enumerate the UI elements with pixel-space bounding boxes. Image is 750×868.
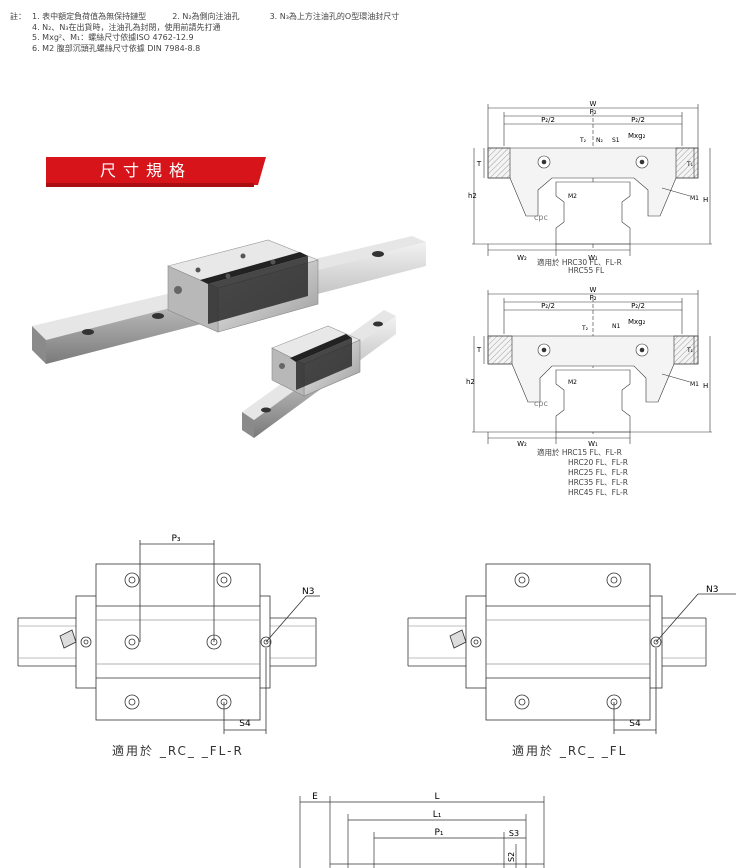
applies-top-2: HRC55 FL <box>568 266 605 275</box>
linear-guide-illustration <box>32 236 426 438</box>
note-6: 6. M2 腹部沉頭孔螺絲尺寸依據 DIN 7984-8.8 <box>32 43 201 53</box>
label-T1: T₁ <box>686 347 694 354</box>
label-M1: M1 <box>690 381 699 388</box>
label-P2-half-left: P₂/2 <box>541 116 555 124</box>
label-P2-half-right: P₂/2 <box>631 302 645 310</box>
label-S4: S4 <box>629 719 641 729</box>
applies-top-1: 適用於 HRC30 FL、FL-R <box>537 258 622 267</box>
label-P2: P₂ <box>589 108 596 116</box>
label-M2: M2 <box>568 193 577 200</box>
note-2: 2. N₂為側向注油孔 <box>172 12 240 21</box>
label-N2: N₂ <box>596 137 603 144</box>
label-P2-half-left: P₂/2 <box>541 302 555 310</box>
label-S1: S1 <box>612 137 620 144</box>
label-L1: L₁ <box>433 810 442 820</box>
applies-mid-3: HRC25 FL、FL-R <box>568 468 628 477</box>
label-N1: N1 <box>612 323 620 330</box>
label-Mxg2: Mxg₂ <box>628 132 646 140</box>
notes-block: 註： 1. 表中額定負荷值為無保持鏈型 2. N₂為側向注油孔 3. N₃為上方注油孔… <box>10 12 399 54</box>
top-view-left: P₃ S4 N3 <box>17 534 320 734</box>
label-W2: W₂ <box>517 254 527 262</box>
label-L: L <box>434 792 439 802</box>
side-view: E L L₁ P₁ S3 S2 <box>299 792 545 868</box>
label-P3: P₃ <box>171 534 180 544</box>
label-P2-half-right: P₂/2 <box>631 116 645 124</box>
label-S4: S4 <box>239 719 251 729</box>
note-5: 5. Mxg²、M₁：螺絲尺寸依據ISO 4762-12.9 <box>32 33 194 42</box>
label-N3: N3 <box>706 585 718 595</box>
notes-line-1: 註： 1. 表中額定負荷值為無保持鏈型 2. N₂為側向注油孔 3. N₃為上方注油孔… <box>10 12 399 23</box>
applies-mid-4: HRC35 FL、FL-R <box>568 478 628 487</box>
caption-left: 適用於 _RC_ _FL-R <box>112 744 244 758</box>
top-view-right: S4 N3 <box>407 563 736 734</box>
section-banner: 尺寸規格 <box>46 157 266 187</box>
banner-shape <box>46 157 266 187</box>
label-E: E <box>312 792 318 802</box>
cpc-logo: cpc <box>534 399 548 408</box>
label-T2: T₂ <box>581 325 589 332</box>
label-N3: N3 <box>302 587 314 597</box>
label-M1: M1 <box>690 195 699 202</box>
label-P1: P₁ <box>434 828 443 838</box>
label-W: W <box>590 100 597 108</box>
notes-line-3: 5. Mxg²、M₁：螺絲尺寸依據ISO 4762-12.9 <box>10 33 399 44</box>
cpc-logo: cpc <box>534 213 548 222</box>
small-block <box>271 325 361 397</box>
notes-label: 註： <box>10 12 26 21</box>
label-W: W <box>590 286 597 294</box>
large-block <box>167 239 319 333</box>
notes-line-4: 6. M2 腹部沉頭孔螺絲尺寸依據 DIN 7984-8.8 <box>10 44 399 55</box>
label-H: H <box>703 196 708 204</box>
label-H: H <box>703 382 708 390</box>
applies-mid-5: HRC45 FL、FL-R <box>568 488 628 497</box>
label-T1: T₁ <box>686 161 694 168</box>
label-M2: M2 <box>568 379 577 386</box>
notes-line-2: 4. N₂、N₃在出貨時，注油孔為封閉，使用前請先打通 <box>10 23 399 34</box>
label-T: T <box>476 160 482 168</box>
label-h2: h2 <box>466 378 475 386</box>
label-W2: W₂ <box>517 440 527 448</box>
applies-mid-2: HRC20 FL、FL-R <box>568 458 628 467</box>
label-Mxg2: Mxg₂ <box>628 318 646 326</box>
label-h2: h2 <box>468 192 477 200</box>
label-S3: S3 <box>509 829 519 838</box>
label-T: T <box>476 346 482 354</box>
cross-section-top: W P₂ P₂/2 P₂/2 T₂ N₂ S1 Mxg₂ T T₁ h2 H M… <box>468 100 712 262</box>
banner-title: 尺寸規格 <box>99 161 192 180</box>
label-W1: W₁ <box>588 440 598 448</box>
note-3: 3. N₃為上方注油孔的O型環油封尺寸 <box>269 12 400 21</box>
note-4: 4. N₂、N₃在出貨時，注油孔為封閉，使用前請先打通 <box>32 22 221 32</box>
applies-mid-1: 適用於 HRC15 FL、FL-R <box>537 448 622 457</box>
label-P2: P₂ <box>589 294 596 302</box>
note-1: 1. 表中額定負荷值為無保持鏈型 <box>32 12 147 21</box>
label-W1: W₁ <box>588 254 598 262</box>
label-S2: S2 <box>507 852 516 862</box>
label-T2: T₂ <box>579 137 587 144</box>
caption-right: 適用於 _RC_ _FL <box>512 744 628 758</box>
cross-section-mid: W P₂ P₂/2 P₂/2 T₂ N1 Mxg₂ T T₁ h2 H M1 M… <box>466 286 712 448</box>
